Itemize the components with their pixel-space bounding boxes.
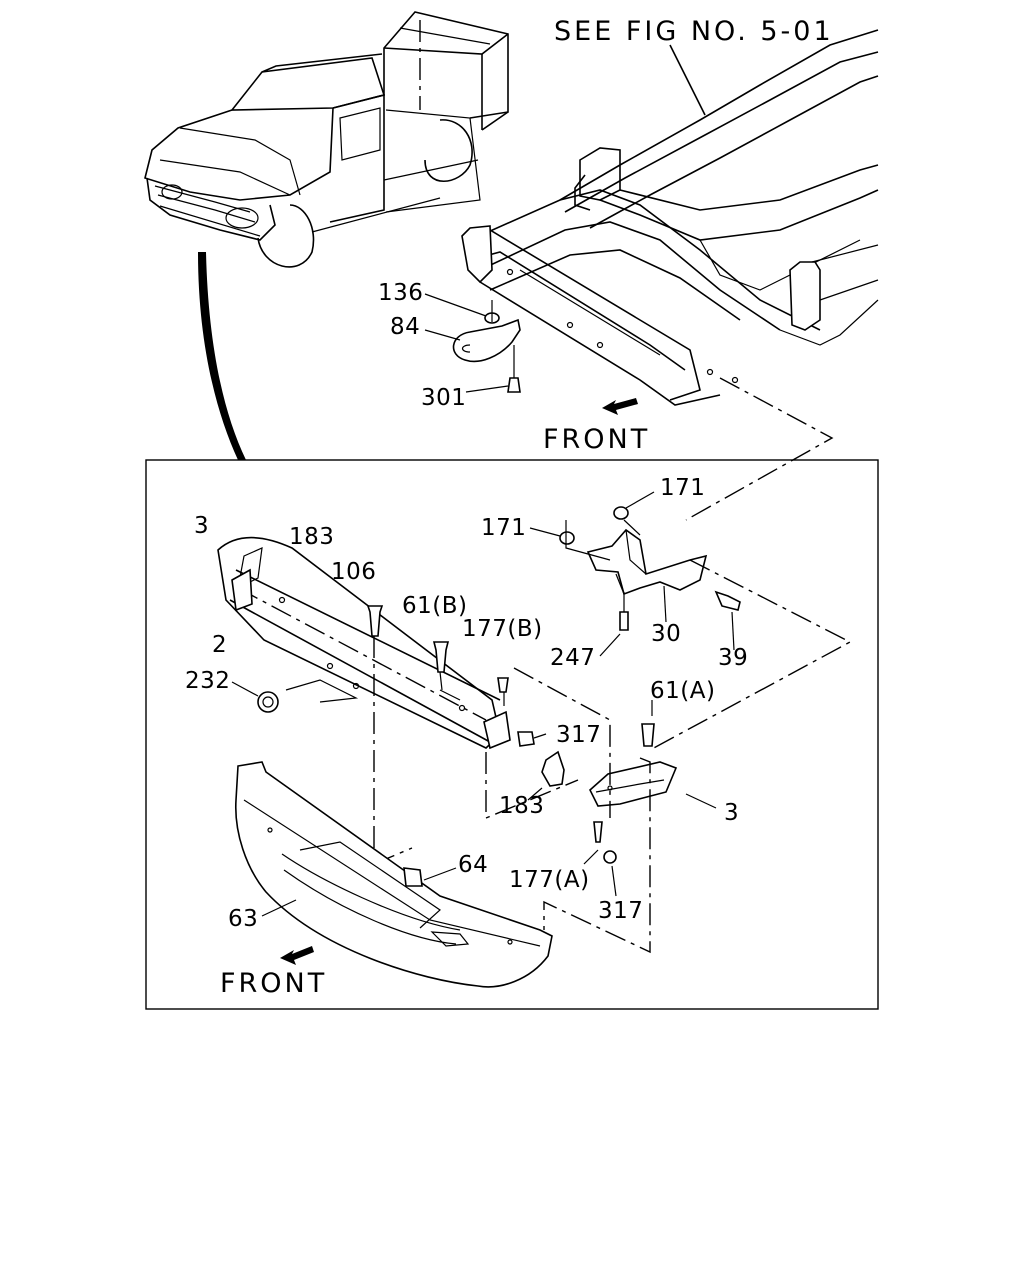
callout-301: 301	[421, 385, 466, 411]
tow-hook-84	[452, 318, 521, 363]
callout-232: 232	[185, 668, 230, 694]
front-arrow-lower	[280, 946, 314, 965]
callout-2: 2	[212, 632, 227, 658]
callout-84: 84	[390, 314, 420, 340]
callout-177b: 177(B)	[462, 616, 543, 642]
bracket-183-lower	[527, 750, 565, 801]
detail-leader-curve	[198, 252, 246, 460]
screw-177b	[497, 677, 509, 693]
callout-3-right: 3	[724, 800, 739, 826]
bracket-64	[403, 867, 423, 887]
callout-63: 63	[228, 906, 258, 932]
bolt-61a	[641, 723, 655, 747]
callout-61b: 61(B)	[402, 593, 468, 619]
pickup-truck-illustration	[144, 11, 509, 268]
detail-inset-frame	[145, 459, 879, 1010]
mounting-bracket-30	[529, 491, 741, 657]
callout-183-upper: 183	[289, 524, 334, 550]
nut-171-upper	[613, 506, 629, 520]
callout-171-lower: 171	[481, 515, 526, 541]
reference-label: SEE FIG NO. 5-01	[554, 16, 834, 47]
bracket-to-endcap-line	[649, 559, 852, 751]
fasteners-left	[231, 605, 547, 747]
nut-317-upper	[517, 731, 535, 747]
bolt-39	[714, 590, 741, 611]
front-arrow-upper	[602, 398, 638, 415]
bolt-106	[366, 605, 384, 637]
tow-hook-assembly	[424, 293, 521, 393]
bolt-247	[619, 611, 629, 631]
front-label-upper: FRONT	[543, 424, 650, 455]
callout-171-upper: 171	[660, 475, 705, 501]
callout-317-upper: 317	[556, 722, 601, 748]
front-label-lower: FRONT	[220, 968, 327, 999]
callout-106: 106	[331, 559, 376, 585]
grommet-232	[257, 691, 279, 713]
callout-61a: 61(A)	[650, 678, 715, 704]
frame-to-bracket-line	[685, 377, 834, 521]
screw-177a	[593, 821, 603, 843]
nut-171-lower	[559, 531, 575, 545]
nut-301	[507, 377, 521, 393]
callout-247: 247	[550, 645, 595, 671]
callout-39: 39	[718, 645, 748, 671]
callout-30: 30	[651, 621, 681, 647]
bolt-61b	[432, 641, 450, 673]
callout-136: 136	[378, 280, 423, 306]
callout-3-left: 3	[194, 513, 209, 539]
bumper-face-63	[234, 761, 553, 988]
chassis-frame	[461, 29, 879, 406]
endcap-guide-lines	[485, 667, 651, 954]
callout-183-lower: 183	[499, 793, 544, 819]
bumper-reinforcement	[217, 536, 511, 750]
nut-317-lower	[603, 850, 617, 864]
callout-64: 64	[458, 852, 488, 878]
callout-317-lower: 317	[598, 898, 643, 924]
end-cap-right	[583, 700, 717, 897]
callout-177a: 177(A)	[509, 867, 590, 893]
